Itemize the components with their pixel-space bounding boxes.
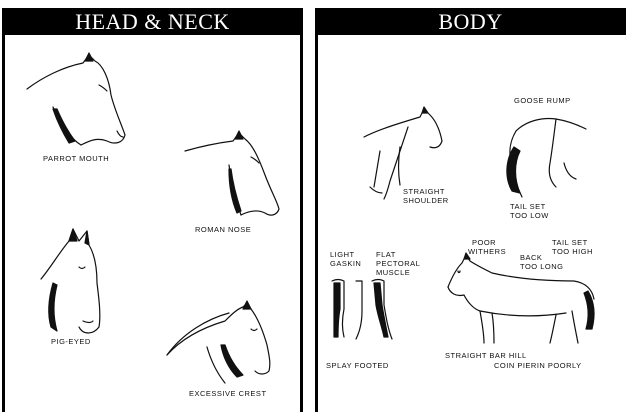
roman-nose-horse-head bbox=[181, 129, 283, 221]
flat-pectoral-label-1: FLAT bbox=[376, 250, 396, 259]
head-neck-panel: HEAD & NECK PARROT MOUTH ROMAN NOSE bbox=[2, 8, 303, 412]
body-panel: BODY STRAIGHT SHOULDER GOOSE RUMP TAIL S… bbox=[315, 8, 626, 412]
head-neck-content: PARROT MOUTH ROMAN NOSE PIG-EYED bbox=[5, 35, 300, 412]
pig-eyed-label: PIG-EYED bbox=[51, 337, 91, 346]
coin-pierin-poorly-label: COIN PIERIN POORLY bbox=[494, 361, 582, 370]
excessive-crest-horse-head bbox=[163, 299, 275, 389]
goose-rump-label: GOOSE RUMP bbox=[514, 96, 571, 105]
body-content: STRAIGHT SHOULDER GOOSE RUMP TAIL SET TO… bbox=[318, 35, 626, 412]
flat-pectoral-label-2: PECTORAL bbox=[376, 259, 420, 268]
splay-footed-label: SPLAY FOOTED bbox=[326, 361, 389, 370]
head-neck-title: HEAD & NECK bbox=[2, 8, 303, 35]
light-gaskin-label-1: LIGHT bbox=[330, 250, 355, 259]
parrot-mouth-horse-head bbox=[23, 49, 128, 149]
straight-bar-hill-label: STRAIGHT BAR HILL bbox=[445, 351, 527, 360]
tail-set-low-label-1: TAIL SET bbox=[510, 202, 546, 211]
excessive-crest-label: EXCESSIVE CREST bbox=[189, 389, 267, 398]
tail-set-low-label-2: TOO LOW bbox=[510, 211, 549, 220]
straight-shoulder-label-2: SHOULDER bbox=[403, 196, 449, 205]
parrot-mouth-label: PARROT MOUTH bbox=[43, 154, 109, 163]
pig-eyed-horse-head bbox=[29, 227, 109, 339]
goose-rump-drawing bbox=[496, 107, 592, 203]
splay-footed-legs-drawing bbox=[326, 275, 398, 347]
roman-nose-label: ROMAN NOSE bbox=[195, 225, 251, 234]
straight-shoulder-drawing bbox=[360, 101, 446, 201]
straight-shoulder-label-1: STRAIGHT bbox=[403, 187, 445, 196]
body-title: BODY bbox=[315, 8, 626, 35]
light-gaskin-label-2: GASKIN bbox=[330, 259, 361, 268]
full-horse-drawing bbox=[440, 243, 600, 347]
